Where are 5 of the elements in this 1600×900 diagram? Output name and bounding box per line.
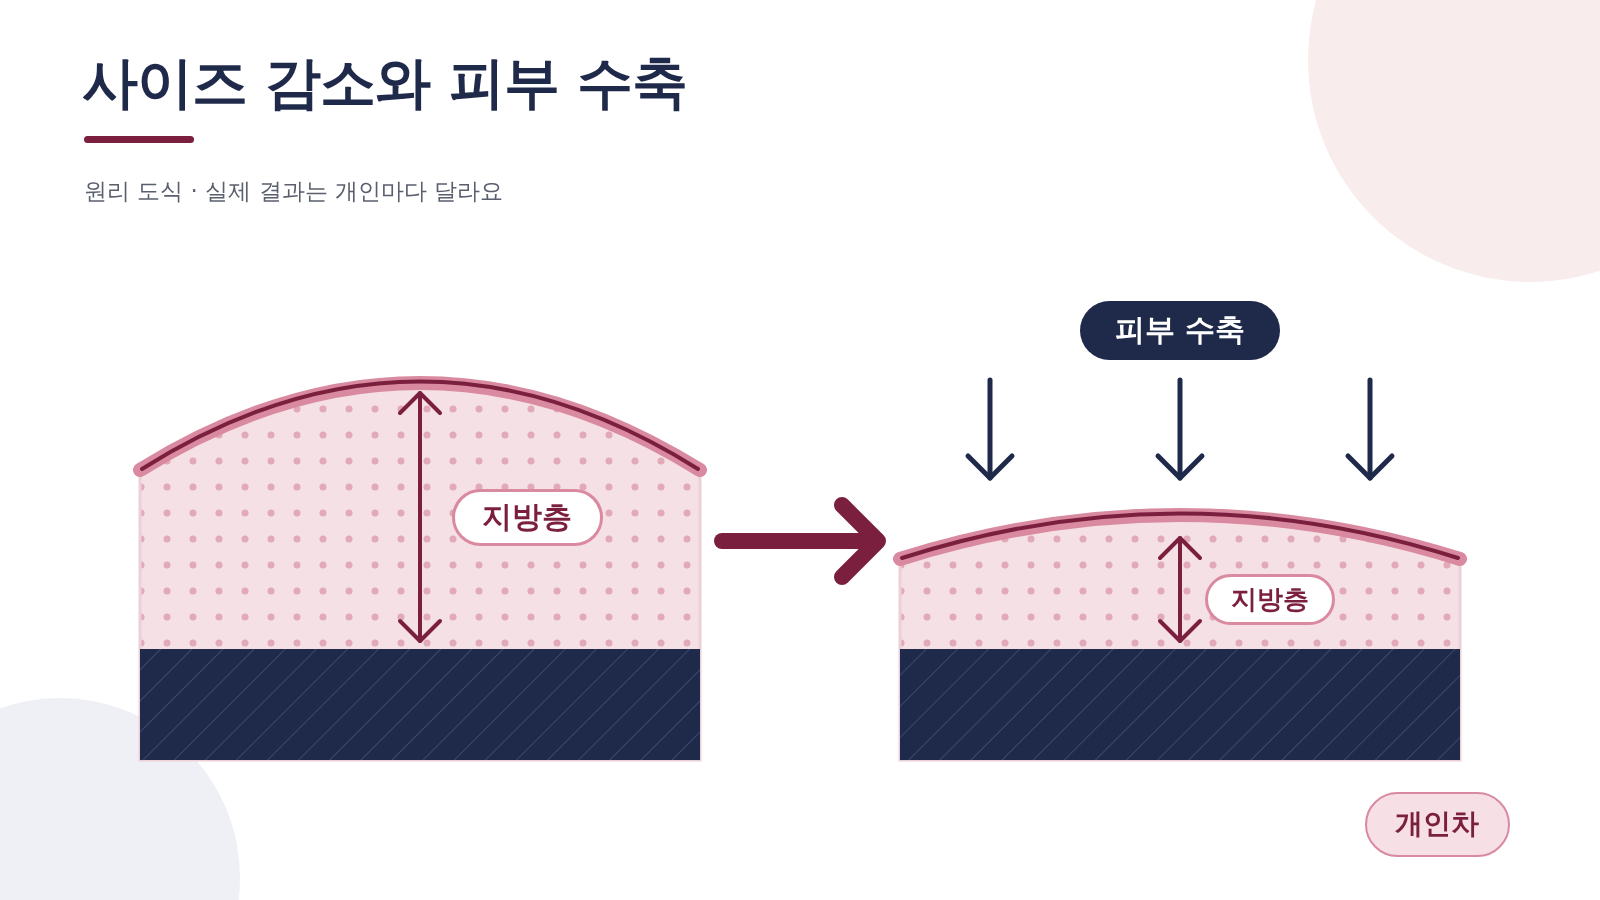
title: 사이즈 감소와 피부 수축 <box>82 49 688 117</box>
label-pill: 피부 수축 <box>1080 300 1280 360</box>
badge: 개인차 <box>1364 791 1510 857</box>
arrow <box>714 497 886 585</box>
subtitle: 원리 도식 · 실제 결과는 개인마다 달라요 <box>84 177 504 206</box>
